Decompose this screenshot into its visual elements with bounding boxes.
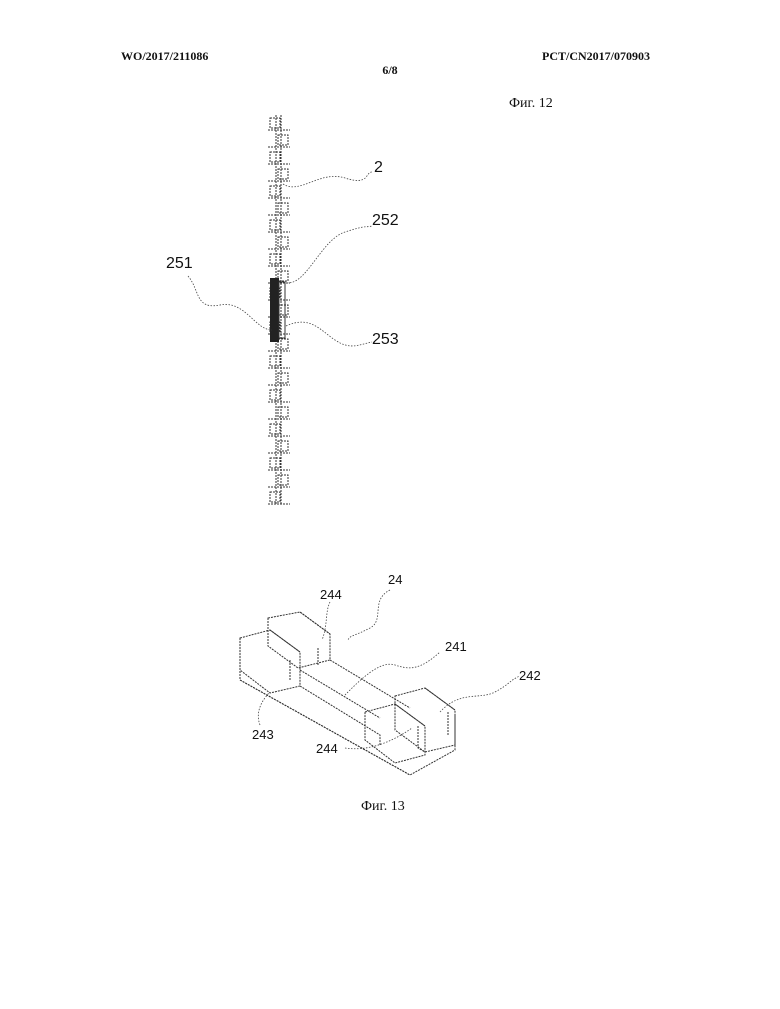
label-24: 24 [388,572,402,587]
label-241: 241 [445,639,467,654]
label-244-bottom: 244 [316,741,338,756]
label-244-top: 244 [320,587,342,602]
label-242: 242 [519,668,541,683]
figure-13-caption: Фиг. 13 [361,799,405,815]
label-243: 243 [252,727,274,742]
